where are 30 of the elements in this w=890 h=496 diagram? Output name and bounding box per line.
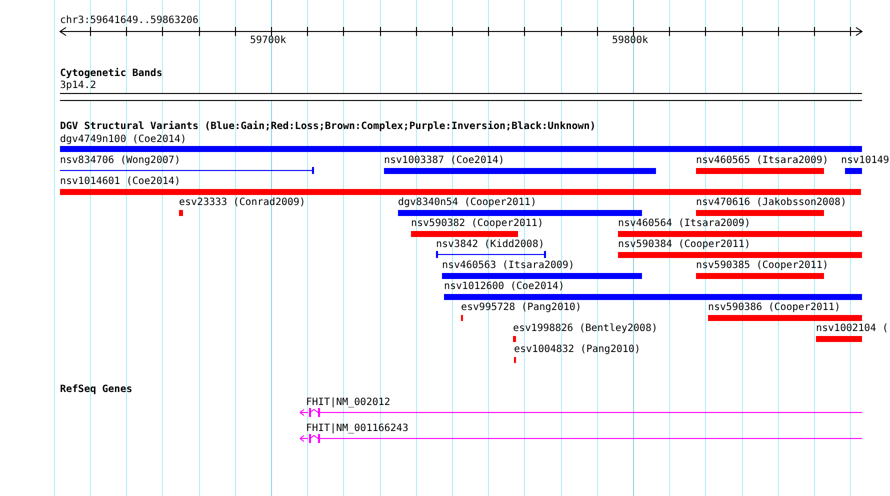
variant-label: nsv1002104 (: [816, 323, 888, 335]
scale-tick-label: 59800k: [612, 35, 648, 47]
scale-tick-label: 59700k: [250, 35, 286, 47]
variant-label: esv1004832 (Pang2010): [514, 344, 640, 356]
variant-label: esv995728 (Pang2010): [461, 302, 582, 314]
variant-label: nsv10149: [841, 155, 890, 167]
variant-label: nsv1012600 (Coe2014): [444, 281, 564, 293]
variant-label: nsv590384 (Cooper2011): [618, 239, 750, 251]
variant-label: nsv590385 (Cooper2011): [696, 260, 828, 272]
variant-label: dgv8340n54 (Cooper2011): [398, 197, 536, 209]
variant-label: nsv590382 (Cooper2011): [411, 218, 544, 230]
variant-label: nsv834706 (Wong2007): [60, 155, 180, 167]
variant-label: dgv4749n100 (Coe2014): [60, 134, 186, 146]
variant-label: nsv3842 (Kidd2008): [436, 239, 544, 251]
gene-label: FHIT|NM_001166243: [306, 423, 408, 435]
variant-label: nsv590386 (Cooper2011): [708, 302, 840, 314]
variant-label: esv1998826 (Bentley2008): [513, 323, 658, 335]
variant-label: nsv460565 (Itsara2009): [696, 155, 828, 167]
track-title: RefSeq Genes: [60, 384, 132, 396]
track-title: DGV Structural Variants (Blue:Gain;Red:Loss;Brown:Complex;Purple:Inversion;Black:Unknown): [60, 121, 596, 133]
variant-label: esv23333 (Conrad2009): [179, 197, 306, 209]
variant-label: nsv1014601 (Coe2014): [60, 176, 180, 188]
variant-label: nsv470616 (Jakobsson2008): [696, 197, 847, 209]
variant-label: nsv1003387 (Coe2014): [384, 155, 504, 167]
variant-label: nsv460563 (Itsara2009): [442, 260, 574, 272]
track-title: Cytogenetic Bands: [60, 68, 162, 80]
band-label: 3p14.2: [60, 80, 96, 92]
variant-label: nsv460564 (Itsara2009): [618, 218, 750, 230]
gene-label: FHIT|NM_002012: [306, 397, 390, 409]
position-range-text: chr3:59641649..59863206: [60, 15, 198, 27]
